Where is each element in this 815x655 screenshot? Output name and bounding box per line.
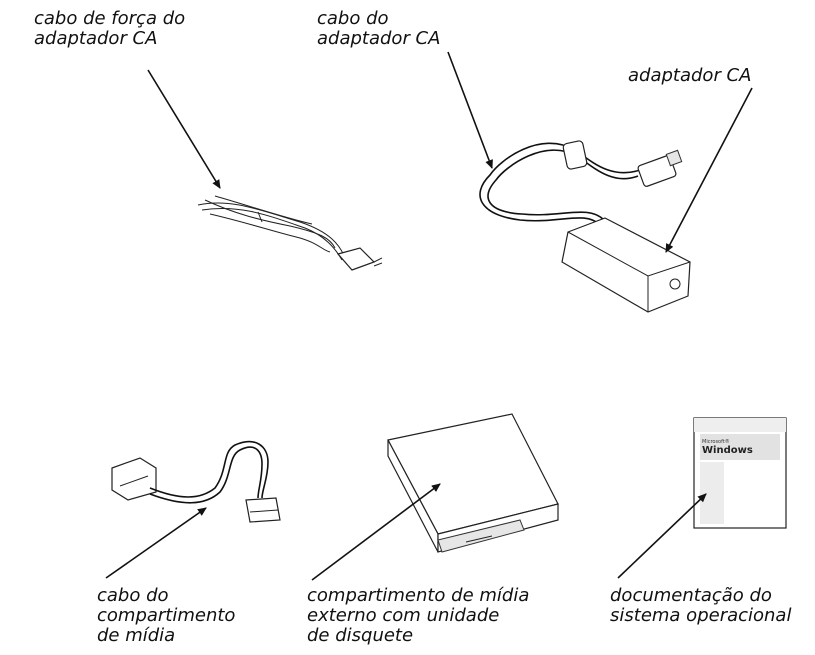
label-power-cable: cabo de força do adaptador CA bbox=[34, 8, 186, 49]
arrow-os-documentation bbox=[617, 493, 707, 579]
power-cable-illustration bbox=[197, 195, 383, 271]
ac-adapter-illustration bbox=[479, 140, 691, 313]
arrow-ac-adapter-cable bbox=[447, 51, 493, 169]
arrow-power-cable bbox=[147, 69, 221, 189]
label-os-documentation: documentação do sistema operacional bbox=[610, 585, 792, 626]
label-ac-adapter-cable: cabo do adaptador CA bbox=[317, 8, 441, 49]
media-bay-illustration bbox=[387, 413, 559, 553]
leader-arrows bbox=[105, 51, 753, 581]
arrow-media-bay-cable bbox=[105, 507, 207, 579]
arrow-media-bay bbox=[311, 483, 441, 581]
label-external-media-bay: compartimento de mídia externo com unida… bbox=[307, 585, 530, 646]
label-media-bay-cable: cabo do compartimento de mídia bbox=[97, 585, 236, 646]
media-bay-cable-illustration bbox=[111, 440, 281, 523]
arrow-ac-adapter bbox=[665, 87, 753, 253]
label-ac-adapter: adaptador CA bbox=[628, 65, 752, 86]
os-documentation-illustration: Microsoft® Windows bbox=[693, 417, 787, 529]
book-brand-small: Microsoft® bbox=[702, 438, 730, 445]
book-brand: Windows bbox=[702, 445, 753, 456]
